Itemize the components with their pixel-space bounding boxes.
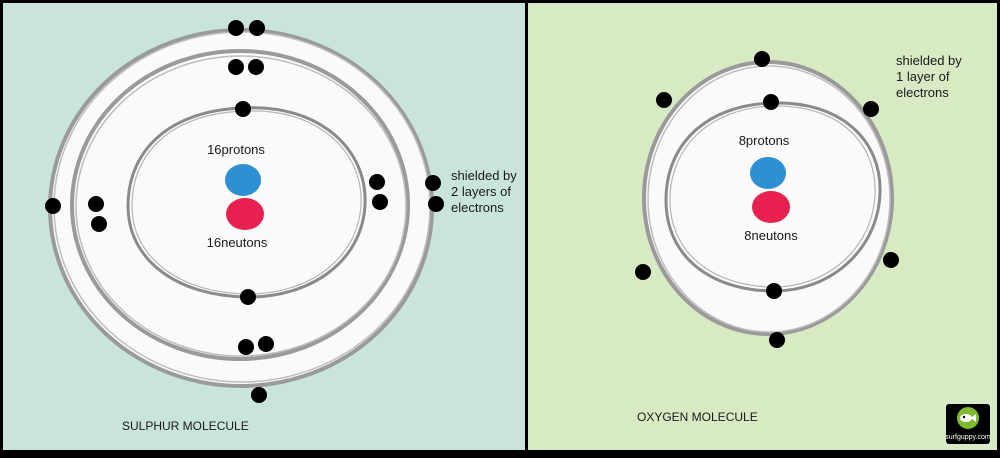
guppy-fish-eye-icon xyxy=(962,415,966,419)
sulphur-electron xyxy=(428,196,444,212)
sulphur-electron xyxy=(228,59,244,75)
sulphur-neutrons-label: 16neutons xyxy=(207,235,268,250)
surfguppy-logo: surfguppy.com xyxy=(945,404,991,444)
oxygen-neutrons-label: 8neutons xyxy=(744,228,798,243)
sulphur-electron xyxy=(238,339,254,355)
sulphur-electron xyxy=(248,59,264,75)
oxygen-shell-2-sketch xyxy=(647,65,891,333)
sulphur-protons-label: 16protons xyxy=(207,142,265,157)
oxygen-electron xyxy=(754,51,770,67)
sulphur-electron xyxy=(235,101,251,117)
sulphur-proton xyxy=(225,164,261,196)
guppy-fish-tail-icon xyxy=(971,414,976,422)
sulphur-electron xyxy=(372,194,388,210)
sulphur-neutron xyxy=(226,198,264,230)
oxygen-electron xyxy=(763,94,779,110)
sulphur-electron xyxy=(249,20,265,36)
oxygen-neutron xyxy=(752,191,790,223)
sulphur-shielding-note-line-1: shielded by xyxy=(451,168,517,183)
sulphur-electron xyxy=(45,198,61,214)
oxygen-electron xyxy=(769,332,785,348)
sulphur-shell-2-sketch xyxy=(75,55,407,357)
sulphur-shielding-note-line-2: 2 layers of xyxy=(451,184,511,199)
oxygen-electron xyxy=(883,252,899,268)
oxygen-electron xyxy=(656,92,672,108)
oxygen-electron xyxy=(635,264,651,280)
oxygen-protons-label: 8protons xyxy=(739,133,790,148)
oxygen-electron xyxy=(863,101,879,117)
sulphur-electron xyxy=(258,336,274,352)
oxygen-shielding-note-line-1: shielded by xyxy=(896,53,962,68)
sulphur-shielding-note-line-3: electrons xyxy=(451,200,504,215)
oxygen-shielding-note-line-3: electrons xyxy=(896,85,949,100)
oxygen-atom: 8protons 8neutons shielded by 1 layer of… xyxy=(635,51,962,424)
sulphur-atom: 16protons 16neutons shielded by 2 layers… xyxy=(45,20,517,433)
sulphur-electron xyxy=(425,175,441,191)
oxygen-electron xyxy=(766,283,782,299)
sulphur-electron xyxy=(251,387,267,403)
sulphur-electron xyxy=(228,20,244,36)
sulphur-electron xyxy=(369,174,385,190)
logo-text: surfguppy.com xyxy=(945,434,991,441)
sulphur-electron xyxy=(88,196,104,212)
sulphur-electron xyxy=(240,289,256,305)
oxygen-shielding-note-line-2: 1 layer of xyxy=(896,69,950,84)
sulphur-caption: SULPHUR MOLECULE xyxy=(122,419,249,433)
oxygen-caption: OXYGEN MOLECULE xyxy=(637,410,758,424)
oxygen-proton xyxy=(750,157,786,189)
sulphur-electron xyxy=(91,216,107,232)
guppy-fish-body-icon xyxy=(960,414,972,422)
